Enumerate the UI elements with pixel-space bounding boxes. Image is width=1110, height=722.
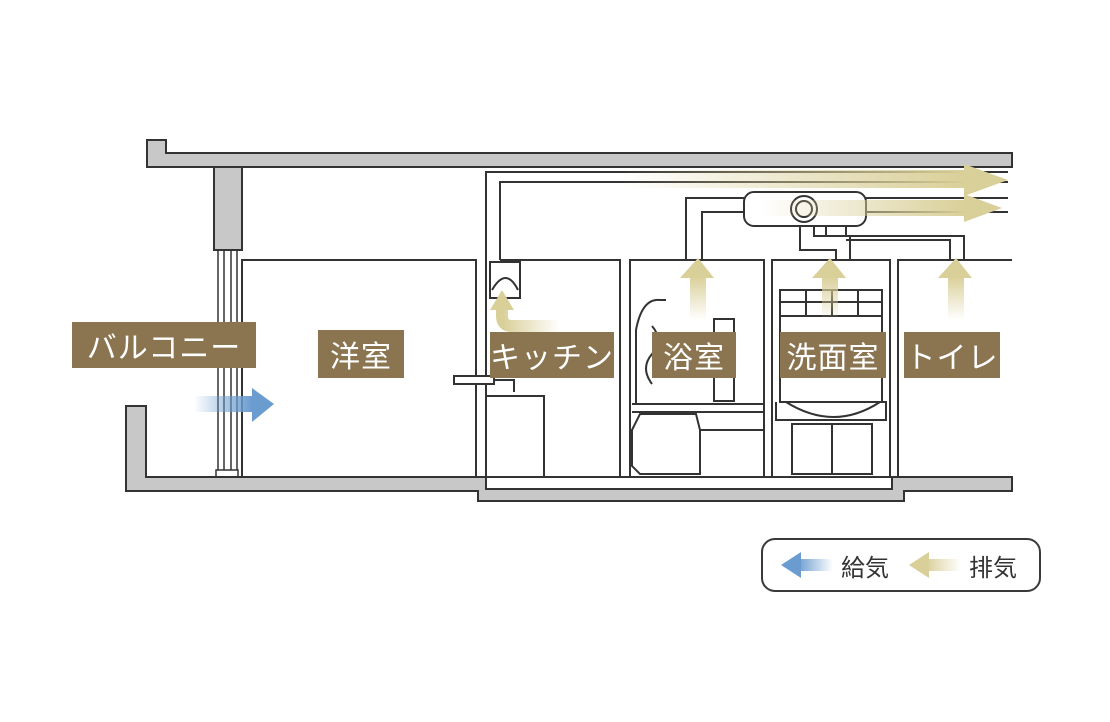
legend-label-exhaust: 排気: [969, 553, 1017, 582]
supply-airflow-arrow: [194, 388, 274, 422]
room-label-balcony: バルコニー: [72, 322, 256, 368]
bath-fixtures: [631, 298, 764, 475]
legend-label-supply: 給気: [841, 553, 889, 582]
supply-arrow-icon: [781, 552, 833, 578]
raised-floor: [485, 476, 893, 490]
room-label-washroom: 洗面室: [780, 332, 886, 378]
room-label-kitchen: キッチン: [490, 332, 614, 378]
room-label-bathroom: 浴室: [652, 332, 736, 378]
room-label-western-room: 洋室: [318, 330, 404, 378]
legend-item-supply: 給気: [781, 540, 889, 590]
room-partitions: [241, 171, 1012, 477]
room-label-toilet: トイレ: [904, 332, 1000, 378]
exhaust-arrow-icon: [909, 552, 961, 578]
exhaust-airflow-arrows: [490, 164, 1008, 332]
kitchen-fixtures: [453, 261, 545, 477]
legend-item-exhaust: 排気: [909, 540, 1017, 590]
ceiling-slab: [146, 139, 1013, 168]
balcony-upper-column: [213, 166, 243, 251]
airflow-legend: 給気 排気: [761, 538, 1041, 592]
